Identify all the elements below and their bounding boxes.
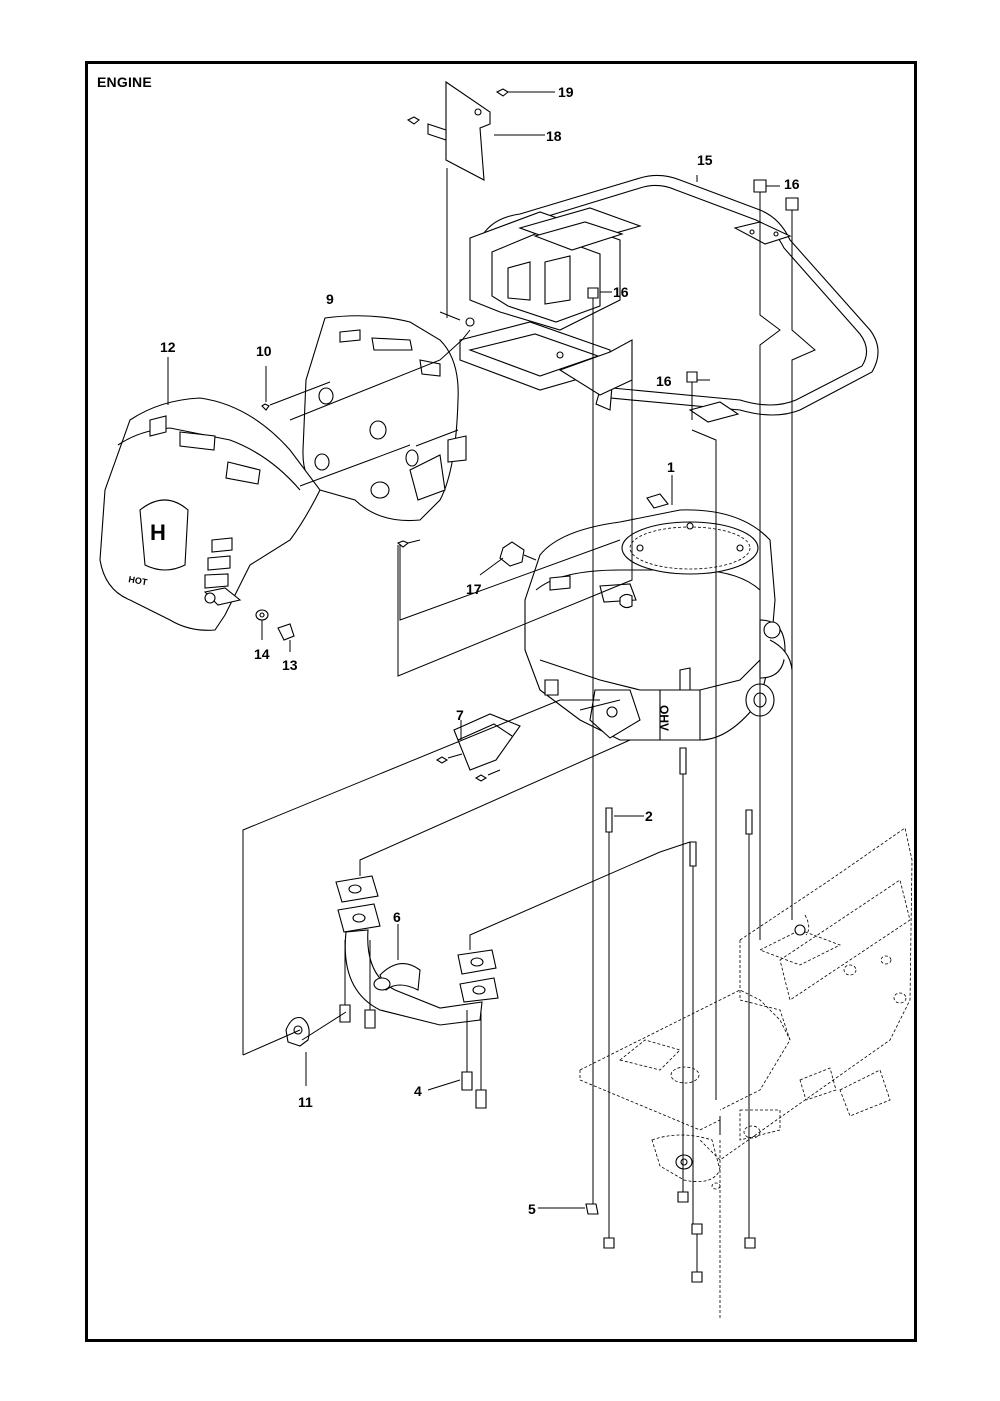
exhaust-bolts — [339, 940, 487, 1109]
logo-letter: H — [150, 520, 166, 545]
heat-shield-part-18 — [427, 80, 491, 181]
label-18: 18 — [546, 128, 562, 144]
screw-small — [396, 539, 421, 548]
label-17: 17 — [466, 581, 482, 597]
screw-part-19 — [495, 88, 555, 97]
exhaust-pipe-part-6 — [335, 875, 499, 1026]
label-16-c: 16 — [656, 373, 672, 389]
label-6: 6 — [393, 909, 401, 925]
label-2: 2 — [645, 808, 653, 824]
assembly-leader-lines — [242, 168, 816, 1272]
label-1: 1 — [667, 459, 675, 475]
label-7: 7 — [456, 707, 464, 723]
engine-part-1: OHV — [524, 493, 793, 741]
label-13: 13 — [282, 657, 298, 673]
clamp-part-11 — [285, 1011, 347, 1086]
label-10: 10 — [256, 343, 272, 359]
label-14: 14 — [254, 646, 270, 662]
screw-small-18 — [406, 116, 420, 125]
front-hood-part-12: H HOT — [99, 397, 321, 631]
connector-part-17 — [479, 541, 537, 576]
roll-bar-part-15 — [479, 174, 879, 423]
mounting-bolts-part-16 — [587, 179, 799, 383]
ohv-marking: OHV — [657, 705, 671, 731]
studs-part-2 — [605, 747, 753, 867]
label-16-a: 16 — [784, 176, 800, 192]
label-15: 15 — [697, 152, 713, 168]
page-title: ENGINE — [97, 74, 152, 90]
label-4: 4 — [414, 1083, 422, 1099]
nuts-part-5 — [585, 1191, 756, 1283]
label-9: 9 — [326, 291, 334, 307]
bracket-part-7 — [435, 713, 521, 782]
washer-part-14 — [255, 609, 269, 640]
engine-cover-part-9 — [302, 315, 467, 522]
engine-mount-bracket — [439, 207, 642, 396]
chassis-frame — [579, 827, 913, 1320]
screw-part-10 — [261, 366, 331, 411]
label-5: 5 — [528, 1201, 536, 1217]
hot-warning-text: HOT — [128, 574, 149, 587]
label-12: 12 — [160, 339, 176, 355]
label-16-b: 16 — [613, 284, 629, 300]
label-11: 11 — [298, 1094, 313, 1110]
diagram-frame — [85, 61, 917, 1342]
label-19: 19 — [558, 84, 574, 100]
screw-part-13 — [277, 623, 295, 652]
part-callouts: 19 18 15 16 16 16 9 12 10 1 17 14 13 7 2… — [160, 84, 800, 1217]
